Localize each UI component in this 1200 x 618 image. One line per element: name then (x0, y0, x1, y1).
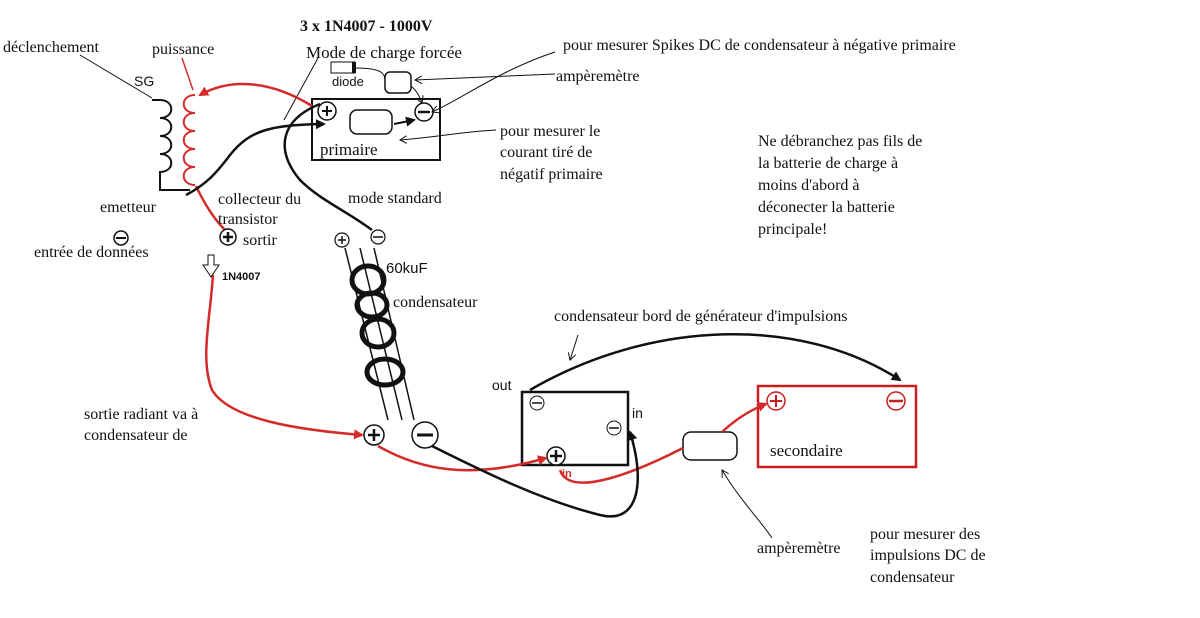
warning-line5: principale! (758, 221, 827, 238)
power-label: puissance (152, 41, 214, 58)
mode-forced-label: Mode de charge forcée (306, 43, 462, 62)
bottom-ammeter-pointer (722, 470, 773, 539)
ammeter-to-minus (410, 85, 422, 103)
data-input-minus-terminal (113, 230, 129, 246)
warning-line4: déconecter la batterie (758, 199, 895, 216)
diode-1n4007-arrow (202, 254, 220, 278)
cap-top-plus (334, 232, 350, 248)
bottom-ammeter (682, 431, 738, 461)
output-label: sortir (243, 232, 277, 249)
primary-current-pointer (400, 129, 497, 140)
primary-current-line2: courant tiré de (500, 144, 592, 161)
warning-line2: la batterie de charge à (758, 155, 898, 172)
pulse-cap-note: condensateur bord de générateur d'impuls… (554, 308, 847, 325)
wire-red-ammeter-to-secondary (721, 402, 768, 433)
in-right-label: in (632, 405, 643, 421)
wire-red-pulse-to-secondary (558, 446, 684, 484)
primary-current-line3: négatif primaire (500, 166, 603, 183)
collector-line1: collecteur du (218, 191, 301, 208)
secondary-battery-box (756, 384, 918, 469)
secondary-minus-terminal (886, 391, 906, 411)
warning-line1: Ne débranchez pas fils de (758, 133, 922, 150)
cap-bottom-plus (363, 424, 385, 446)
trigger-coil (152, 99, 190, 191)
top-ammeter (384, 71, 412, 94)
wire-black-standard (283, 102, 373, 232)
capacitor-label: condensateur (393, 294, 478, 311)
cap-top-minus (370, 229, 386, 245)
pulse-cap-pointer (570, 334, 579, 360)
out-label: out (492, 377, 512, 393)
standard-mode-label: mode standard (348, 190, 442, 207)
pulse-minus-right (606, 420, 622, 436)
pulse-generator-box (520, 390, 630, 467)
diode-label: diode (332, 74, 364, 89)
capacitor-bank (344, 247, 415, 421)
collector-line2: transistor (218, 211, 278, 228)
primary-battery-box (311, 98, 441, 161)
pulses-line2: impulsions DC de (870, 547, 986, 564)
diode-band (352, 62, 356, 73)
trigger-label: déclenchement (3, 39, 100, 56)
capacitance-label: 60kuF (386, 260, 428, 277)
warning-line3: moins d'abord à (758, 177, 860, 194)
spikes-note: pour mesurer Spikes DC de condensateur à… (563, 37, 956, 54)
wire-red-radiant (204, 274, 364, 440)
pulse-plus-bottom (546, 446, 566, 466)
radiant-line1: sortie radiant va à (84, 406, 198, 423)
primary-ammeter-arrow (393, 116, 416, 127)
pulses-line3: condensateur (870, 569, 955, 586)
emitter-label: emetteur (100, 199, 157, 216)
radiant-line2: condensateur de (84, 427, 188, 444)
diodes-header: 3 x 1N4007 - 1000V (300, 18, 433, 35)
wire-black-cap-to-pulse (431, 430, 640, 518)
primary-minus-terminal (414, 102, 434, 122)
secondary-plus-terminal (766, 391, 786, 411)
transformer-coils (152, 94, 196, 191)
output-plus-terminal (219, 228, 237, 246)
wire-red-coil-to-primary (198, 82, 313, 108)
wire-red-cap-to-pulse (377, 444, 548, 472)
cap-bottom-minus (411, 421, 439, 449)
primary-label: primaire (320, 140, 378, 159)
primary-plus-terminal (317, 101, 337, 121)
trigger-pointer (79, 54, 153, 99)
spikes-pointer (432, 51, 556, 112)
ammeter-bottom-label: ampèremètre (757, 540, 841, 557)
diode-to-ammeter (355, 67, 386, 81)
wire-black-pulse-to-secondary (529, 332, 902, 392)
diode-1n4007-label: 1N4007 (222, 271, 261, 283)
data-input-label: entrée de données (34, 244, 149, 261)
primary-ammeter (349, 109, 393, 135)
primary-current-line1: pour mesurer le (500, 123, 600, 140)
ammeter-top-label: ampèremètre (556, 68, 640, 85)
in-bottom-label: in (562, 468, 572, 480)
diode-symbol (330, 61, 356, 74)
power-coil (182, 94, 196, 186)
power-pointer (181, 57, 194, 91)
top-ammeter-pointer (415, 73, 556, 80)
wire-black-emitter (185, 119, 326, 197)
mode-forced-pointer (283, 57, 319, 121)
secondary-label: secondaire (770, 441, 843, 460)
pulses-line1: pour mesurer des (870, 526, 980, 543)
pulse-minus-topleft (529, 395, 545, 411)
sg-label: SG (134, 73, 154, 89)
wire-red-coil-to-output (194, 185, 226, 231)
